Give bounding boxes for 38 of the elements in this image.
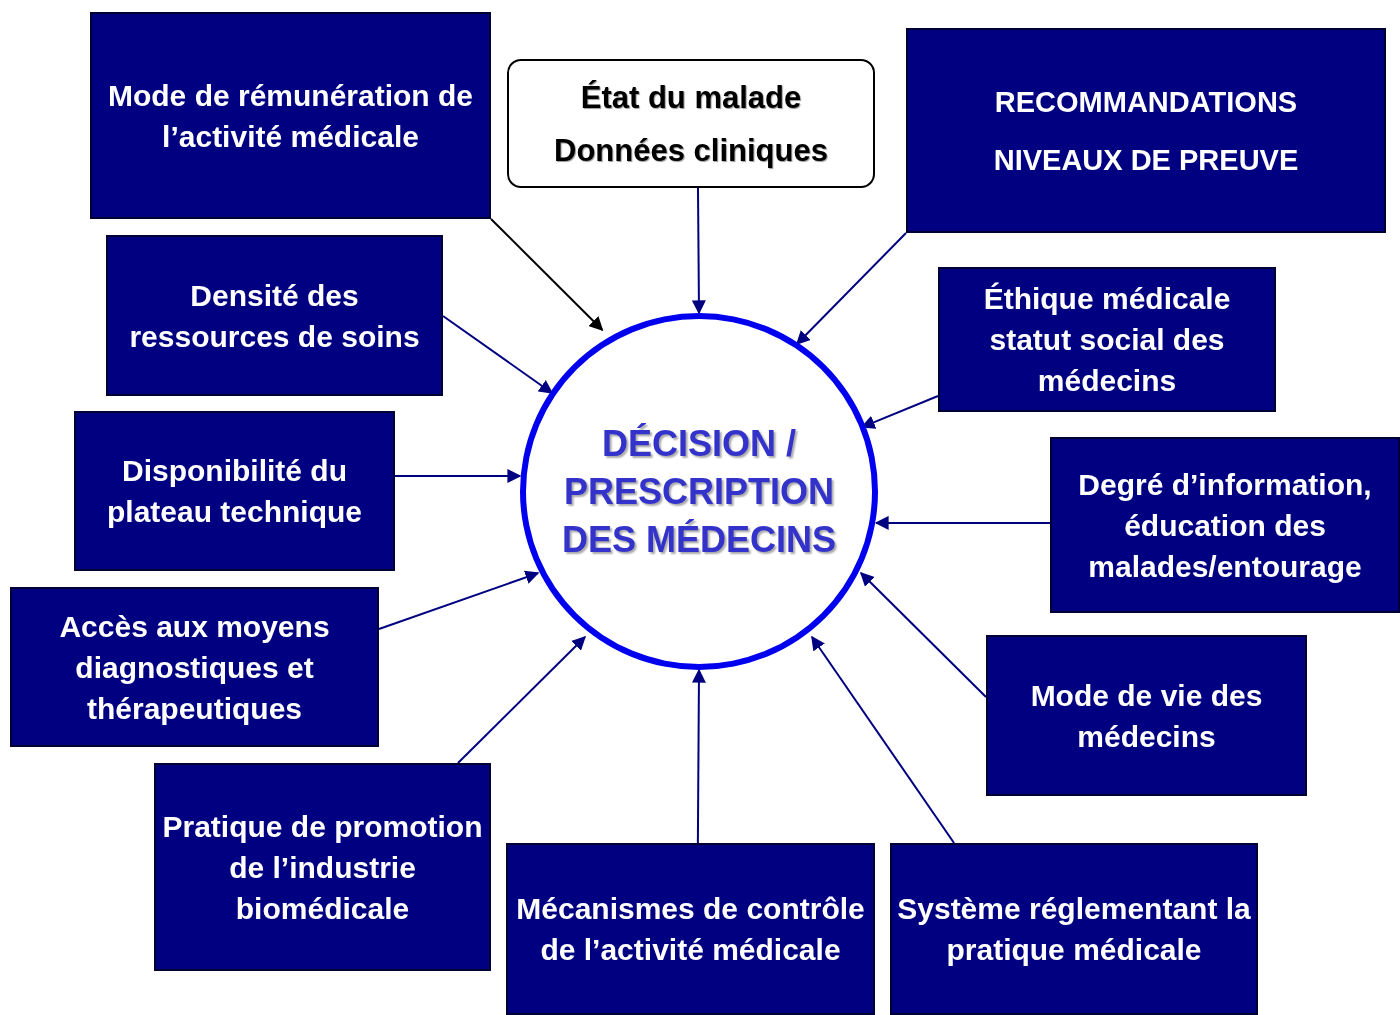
arrow bbox=[691, 187, 706, 315]
arrow bbox=[860, 572, 987, 698]
factor-box bbox=[106, 235, 443, 396]
box-text: Disponibilité du plateau technique bbox=[105, 453, 363, 530]
arrow bbox=[378, 570, 540, 630]
factor-box bbox=[90, 12, 491, 219]
box-text: Mécanismes de contrôle de l’activité médicale bbox=[515, 891, 866, 968]
factor-box bbox=[890, 843, 1258, 1015]
box-text: Pratique de promotion de l’industrie biomédicale bbox=[161, 808, 484, 927]
factor-box bbox=[506, 843, 875, 1015]
clinical-data-box bbox=[507, 59, 875, 188]
box-text: Densité des ressources de soins bbox=[128, 277, 421, 355]
factor-box bbox=[986, 635, 1307, 796]
factor-box bbox=[1050, 437, 1400, 613]
box-text: Accès aux moyens diagnostiques et thérapeutiques bbox=[58, 608, 331, 727]
arrow bbox=[442, 315, 554, 394]
box-text: Mode de rémunération de l’activité médicale bbox=[106, 77, 475, 155]
arrow bbox=[874, 515, 1051, 530]
arrow bbox=[456, 636, 586, 764]
arrow bbox=[795, 232, 907, 346]
box-text: Éthique médicale statut social des médecins bbox=[982, 281, 1232, 399]
box-text: RECOMMANDATIONS bbox=[994, 84, 1298, 120]
arrow bbox=[394, 468, 522, 483]
factor-box bbox=[154, 763, 491, 971]
box-text: DÉCISION / PRESCRIPTION DES MÉDECINS bbox=[560, 421, 837, 562]
arrow bbox=[490, 218, 604, 331]
box-text: État du malade bbox=[580, 78, 802, 117]
recommendation-box bbox=[906, 28, 1386, 233]
box-text: NIVEAUX DE PREUVE bbox=[993, 142, 1299, 178]
factor-box bbox=[10, 587, 379, 747]
box-text: Données cliniques bbox=[554, 131, 828, 170]
box-text: Système réglementant la pratique médicale bbox=[896, 891, 1252, 968]
box-text: Mode de vie des médecins bbox=[1029, 677, 1264, 755]
box-text: Degré d’information, éducation des malades/entourage bbox=[1077, 466, 1373, 585]
arrow bbox=[691, 668, 706, 844]
arrow bbox=[810, 635, 956, 844]
factor-box bbox=[938, 267, 1276, 412]
factor-box bbox=[74, 411, 395, 571]
